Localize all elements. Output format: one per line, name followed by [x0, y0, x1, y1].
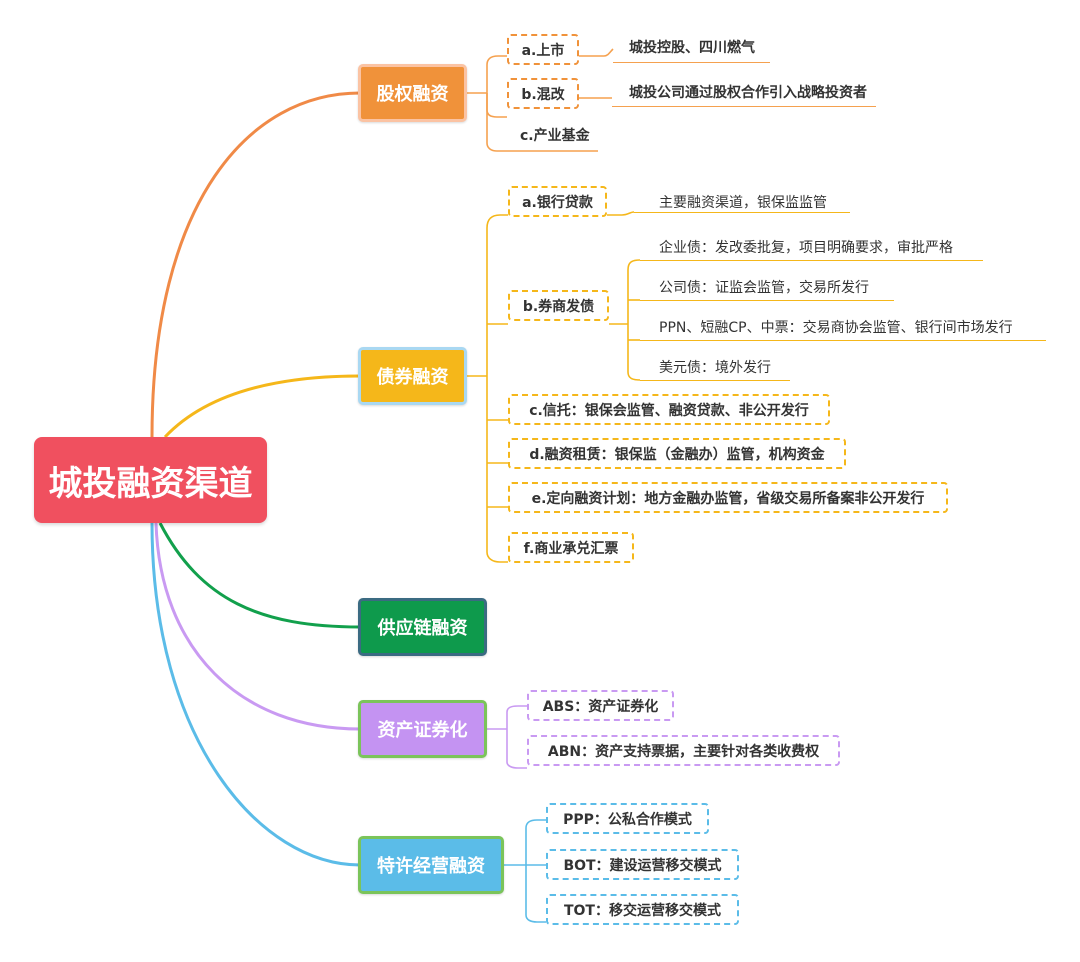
- equity-item-a[interactable]: a.上市: [507, 34, 579, 65]
- bond-item-a-detail: 主要融资渠道，银保监监管: [659, 195, 827, 211]
- bond-item-b[interactable]: b.券商发债: [508, 290, 609, 321]
- bond-item-b-detail-3-underline: [640, 340, 1046, 341]
- bond-item-b-detail-2: 公司债：证监会监管，交易所发行: [659, 280, 869, 296]
- bond-item-b-detail-1: 企业债：发改委批复，项目明确要求，审批严格: [659, 240, 953, 256]
- bond-item-a[interactable]: a.银行贷款: [508, 186, 607, 217]
- connector-root-franchise: [150, 522, 361, 867]
- connector-root-bond: [163, 374, 361, 439]
- equity-item-b[interactable]: b.混改: [507, 78, 579, 109]
- bond-item-d[interactable]: d.融资租赁：银保监（金融办）监管，机构资金: [508, 438, 846, 469]
- connector-root-abs: [154, 522, 361, 731]
- equity-item-c[interactable]: c.产业基金: [520, 128, 590, 144]
- bond-item-f[interactable]: f.商业承兑汇票: [508, 532, 634, 563]
- bond-item-c[interactable]: c.信托：银保会监管、融资贷款、非公开发行: [508, 394, 830, 425]
- branch-securitization[interactable]: 资产证券化: [358, 700, 487, 758]
- franchise-item-ppp[interactable]: PPP：公私合作模式: [546, 803, 709, 834]
- connector-root-supply: [158, 522, 361, 629]
- equity-item-a-detail: 城投控股、四川燃气: [629, 40, 755, 56]
- root-node[interactable]: 城投融资渠道: [34, 437, 267, 523]
- equity-item-b-underline: [612, 106, 876, 107]
- branch-bond[interactable]: 债券融资: [358, 347, 467, 405]
- connector-root-equity: [150, 91, 361, 438]
- equity-item-b-detail: 城投公司通过股权合作引入战略投资者: [629, 85, 867, 101]
- equity-item-a-underline: [613, 62, 770, 63]
- branch-equity[interactable]: 股权融资: [358, 64, 467, 122]
- bond-item-e[interactable]: e.定向融资计划：地方金融办监管，省级交易所备案非公开发行: [508, 482, 948, 513]
- franchise-item-bot[interactable]: BOT：建设运营移交模式: [546, 849, 739, 880]
- abs-item-abn[interactable]: ABN：资产支持票据，主要针对各类收费权: [527, 735, 840, 766]
- abs-item-abs[interactable]: ABS：资产证券化: [527, 690, 674, 721]
- branch-franchise[interactable]: 特许经营融资: [358, 836, 504, 894]
- bond-item-b-detail-4-underline: [640, 380, 790, 381]
- bond-item-b-detail-3: PPN、短融CP、中票：交易商协会监管、银行间市场发行: [659, 320, 1013, 336]
- bond-item-a-underline: [634, 212, 850, 213]
- bond-item-b-detail-2-underline: [640, 300, 894, 301]
- franchise-item-tot[interactable]: TOT：移交运营移交模式: [546, 894, 739, 925]
- branch-supply-chain[interactable]: 供应链融资: [358, 598, 487, 656]
- bond-item-b-detail-4: 美元债：境外发行: [659, 360, 771, 376]
- bond-item-b-detail-1-underline: [640, 260, 983, 261]
